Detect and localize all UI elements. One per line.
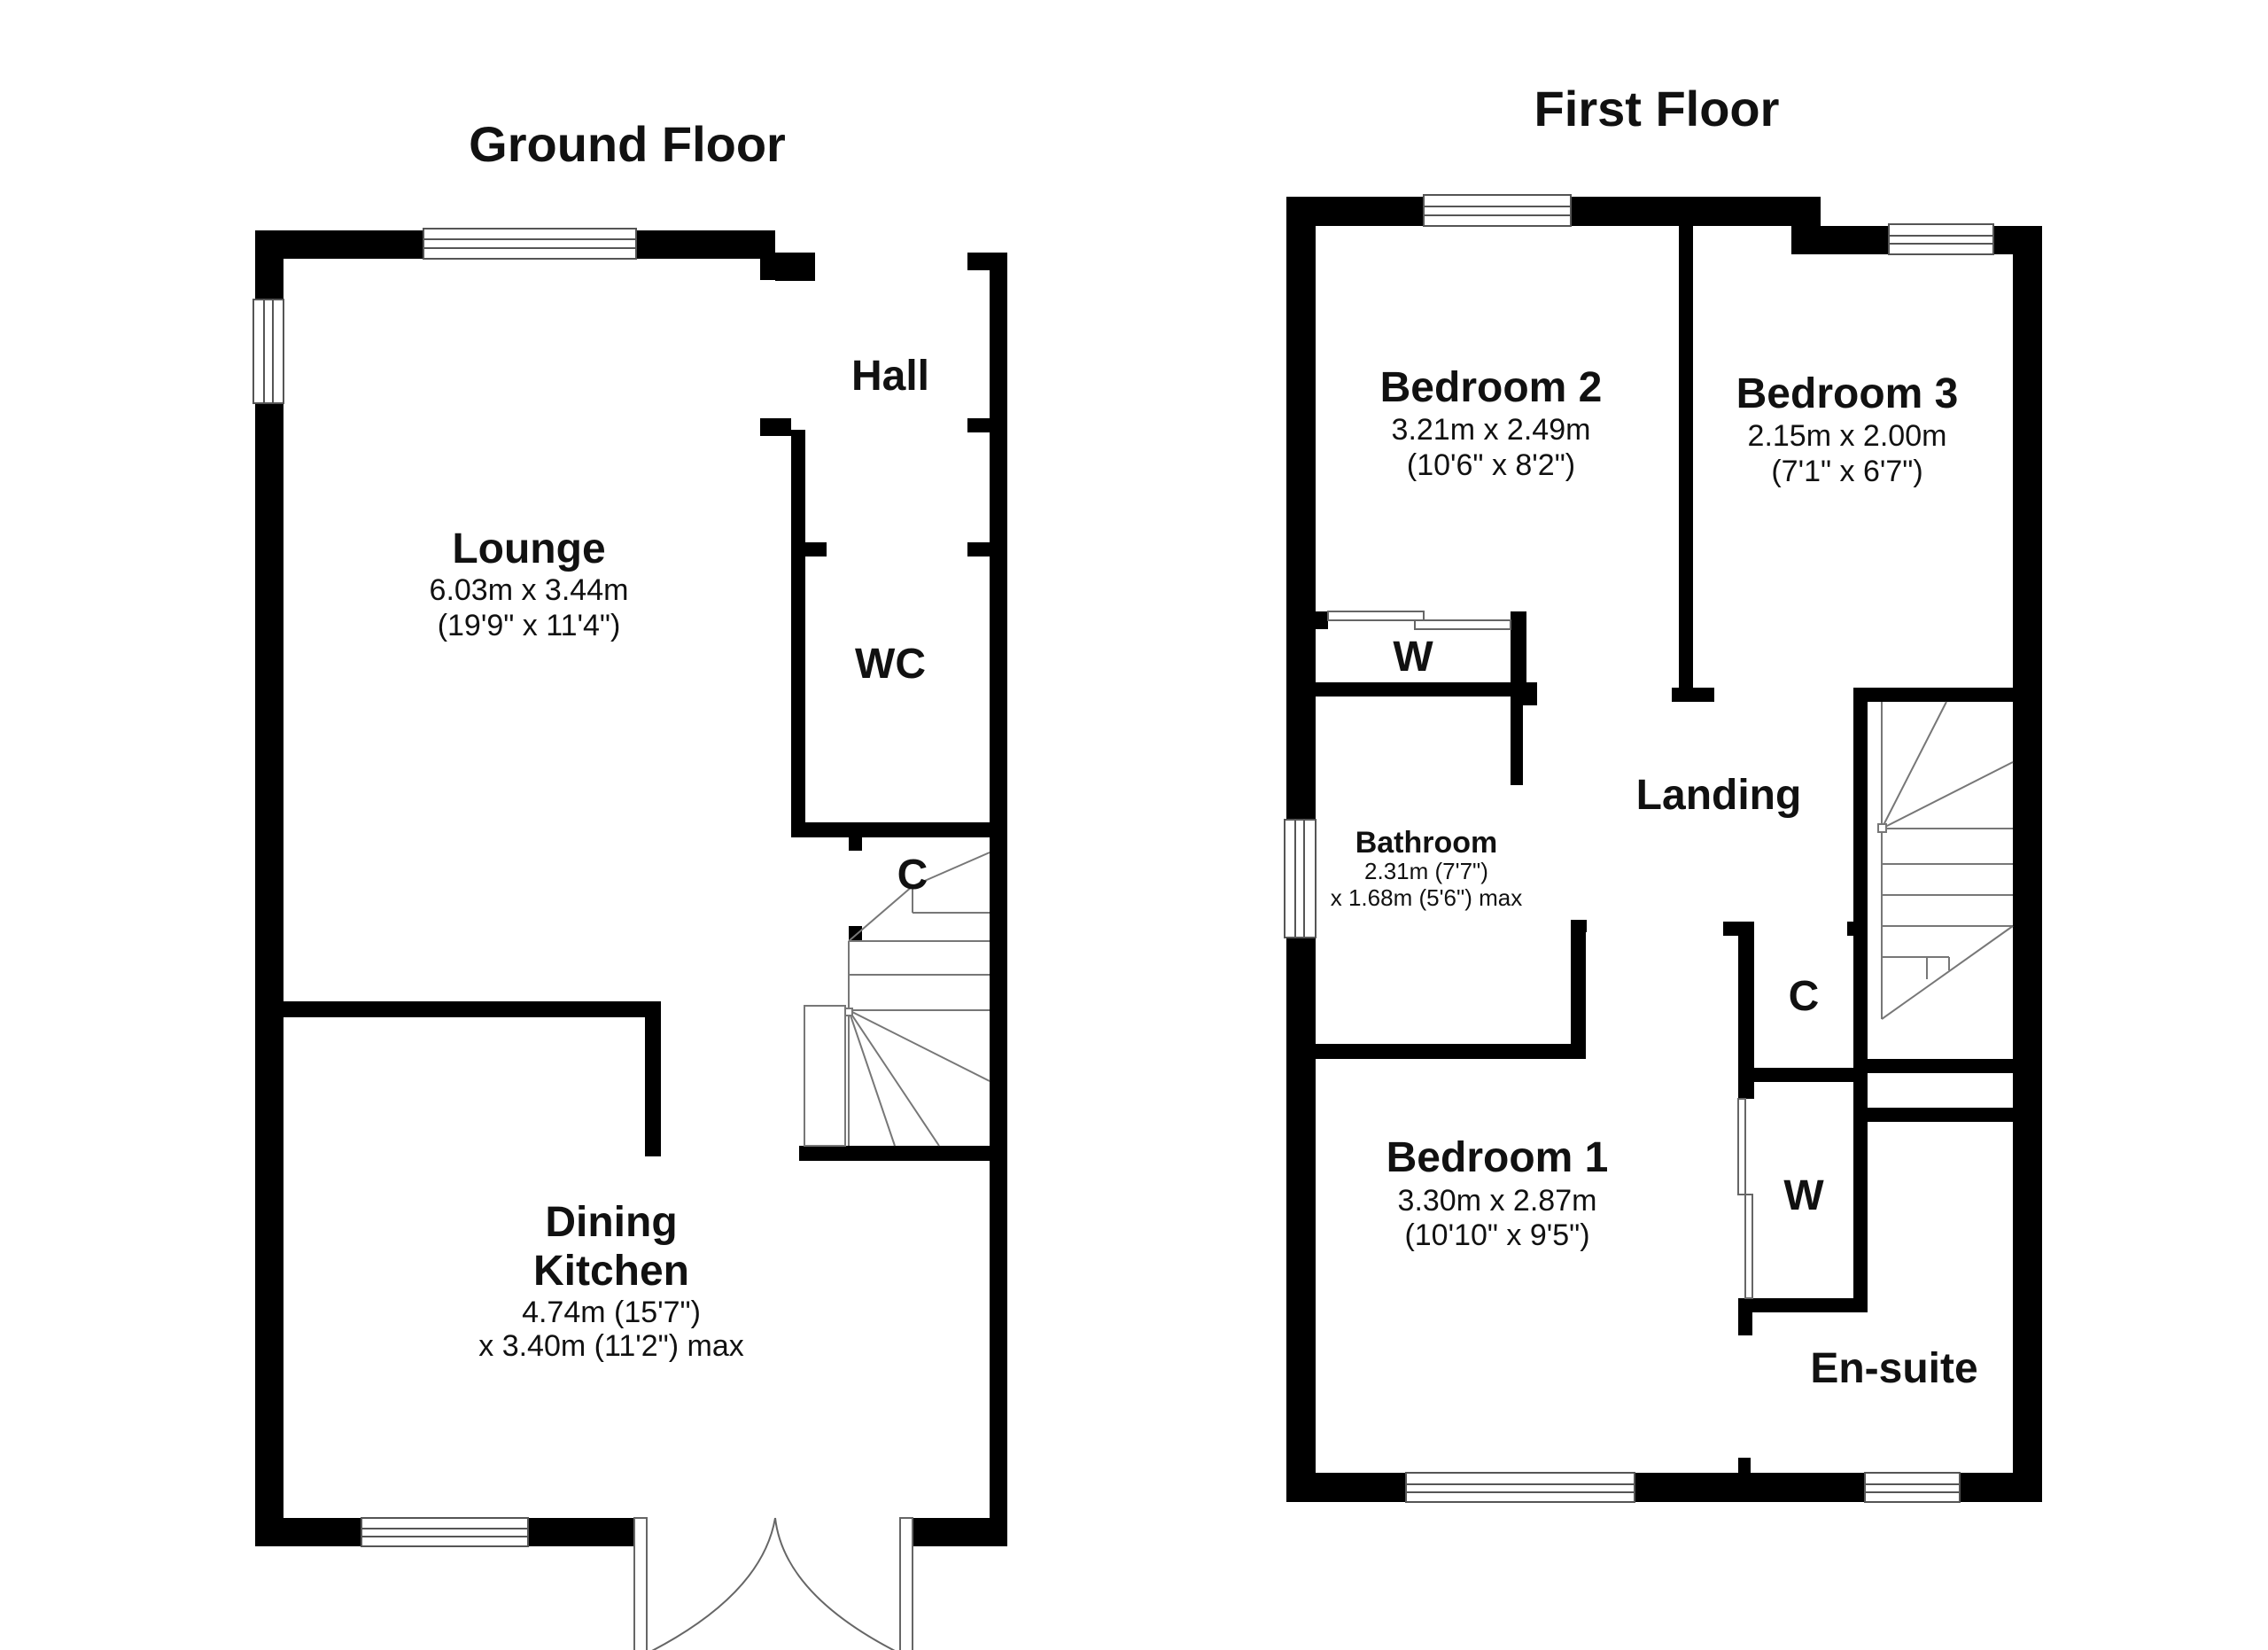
room-label-bathroom: Bathroom <box>1355 826 1498 860</box>
room-label-hall: Hall <box>851 353 929 400</box>
room-label-ensuite: En-suite <box>1810 1345 1977 1392</box>
bedroom1-size-imperial: (10'10" x 9'5") <box>1404 1218 1589 1252</box>
bedroom2-size-imperial: (10'6" x 8'2") <box>1407 448 1575 482</box>
bedroom2-size-metric: 3.21m x 2.49m <box>1392 413 1591 447</box>
first-window-ensuite <box>1864 1472 1961 1503</box>
lounge-size-imperial: (19'9" x 11'4") <box>438 609 621 642</box>
first-window-bedroom3 <box>1888 223 1994 255</box>
room-label-cupboard-first: C <box>1789 973 1820 1020</box>
room-label-lounge: Lounge <box>452 525 605 572</box>
ground-staircase <box>804 852 990 1147</box>
room-label-bedroom2: Bedroom 2 <box>1380 364 1603 411</box>
ground-window-kitchen <box>361 1517 529 1547</box>
bathroom-size-line1: 2.31m (7'7") <box>1364 858 1488 884</box>
room-label-bedroom1: Bedroom 1 <box>1386 1134 1609 1181</box>
kitchen-size-line1: 4.74m (15'7") <box>522 1296 701 1329</box>
ground-floor-walls <box>255 230 1007 1546</box>
room-label-wardrobe-top: W <box>1393 634 1433 681</box>
room-label-landing: Landing <box>1636 772 1802 819</box>
ground-french-doors <box>633 1517 913 1650</box>
room-label-wc: WC <box>855 641 926 688</box>
lounge-size-metric: 6.03m x 3.44m <box>430 573 629 607</box>
ground-floor-title: Ground Floor <box>469 116 786 172</box>
bedroom3-size-metric: 2.15m x 2.00m <box>1748 419 1947 453</box>
first-window-bedroom2 <box>1423 194 1572 227</box>
room-label-cupboard: C <box>897 852 928 899</box>
kitchen-size-line2: x 3.40m (11'2") max <box>478 1329 743 1363</box>
room-label-dining: Dining <box>545 1199 677 1246</box>
first-wardrobe-sliding-doors <box>1327 611 1753 1299</box>
ground-window-lounge-side <box>252 299 284 404</box>
room-label-kitchen: Kitchen <box>533 1248 689 1295</box>
first-staircase <box>1877 701 2014 1020</box>
first-window-bathroom <box>1284 819 1317 938</box>
room-label-wardrobe-bed1: W <box>1783 1172 1824 1219</box>
ground-window-lounge-top <box>423 228 637 260</box>
bedroom3-size-imperial: (7'1" x 6'7") <box>1771 455 1922 488</box>
bathroom-size-line2: x 1.68m (5'6") max <box>1331 884 1522 911</box>
bedroom1-size-metric: 3.30m x 2.87m <box>1398 1184 1597 1218</box>
first-window-bedroom1 <box>1405 1472 1635 1503</box>
first-floor-title: First Floor <box>1534 81 1780 136</box>
room-label-bedroom3: Bedroom 3 <box>1736 370 1959 417</box>
